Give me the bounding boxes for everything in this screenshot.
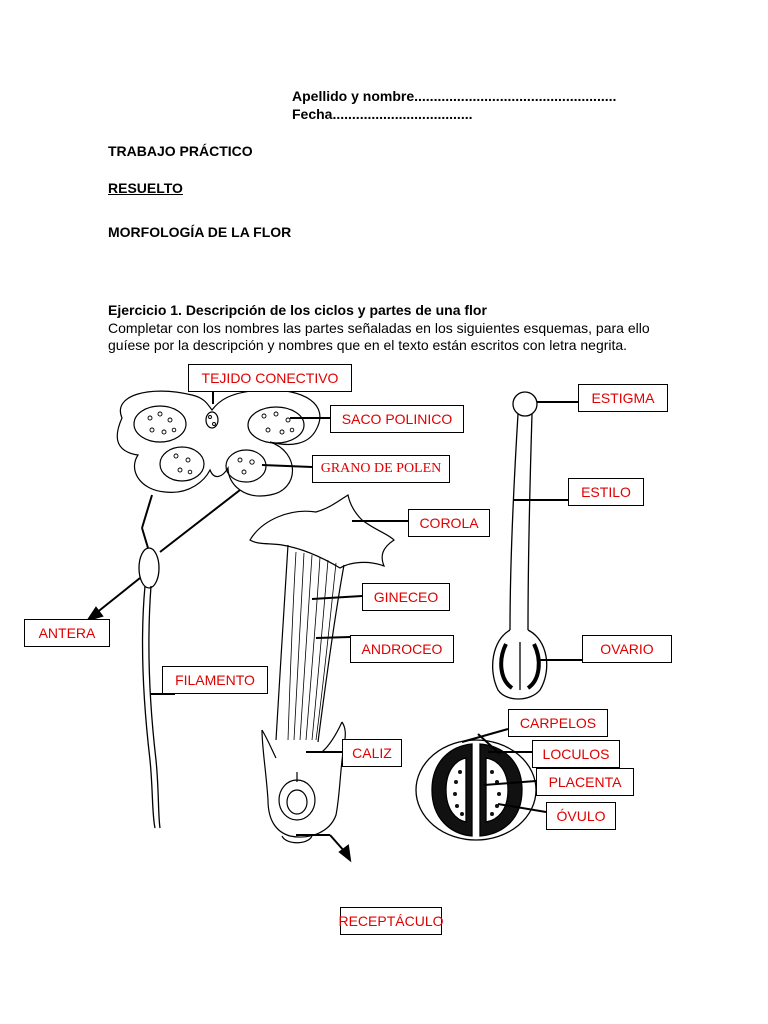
title-tema: MORFOLOGÍA DE LA FLOR — [108, 224, 292, 240]
label-loculos: LOCULOS — [532, 740, 620, 768]
exercise-instruction-2: guíese por la descripción y nombres que … — [108, 337, 628, 353]
exercise-heading: Ejercicio 1. Descripción de los ciclos y… — [108, 302, 487, 318]
date-line: Fecha...................................… — [292, 106, 473, 122]
label-antera: ANTERA — [24, 619, 110, 647]
label-grano-de-polen: GRANO DE POLEN — [312, 455, 450, 483]
title-resuelto: RESUELTO — [108, 180, 183, 196]
ovary-section-drawing — [415, 739, 537, 841]
flower-section-drawing — [249, 494, 395, 844]
anther-section-drawing — [116, 389, 321, 497]
label-gineceo: GINECEO — [362, 583, 450, 611]
label-caliz: CALIZ — [342, 739, 402, 767]
title-trabajo: TRABAJO PRÁCTICO — [108, 143, 253, 159]
label-androceo: ANDROCEO — [350, 635, 454, 663]
label-tejido-conectivo: TEJIDO CONECTIVO — [188, 364, 352, 392]
label-placenta: PLACENTA — [536, 768, 634, 796]
pistil-drawing — [492, 391, 548, 700]
label-carpelos: CARPELOS — [508, 709, 608, 737]
exercise-instruction-1: Completar con los nombres las partes señ… — [108, 320, 650, 336]
stamen-drawing — [138, 489, 241, 829]
label-receptaculo: RECEPTÁCULO — [338, 907, 444, 935]
label-filamento: FILAMENTO — [162, 666, 268, 694]
label-ovulo: ÓVULO — [546, 802, 616, 830]
label-estigma: ESTIGMA — [578, 384, 668, 412]
label-estilo: ESTILO — [568, 478, 644, 506]
label-corola: COROLA — [408, 509, 490, 537]
name-line: Apellido y nombre.......................… — [292, 88, 617, 104]
label-ovario: OVARIO — [582, 635, 672, 663]
label-saco-polinico: SACO POLINICO — [330, 405, 464, 433]
